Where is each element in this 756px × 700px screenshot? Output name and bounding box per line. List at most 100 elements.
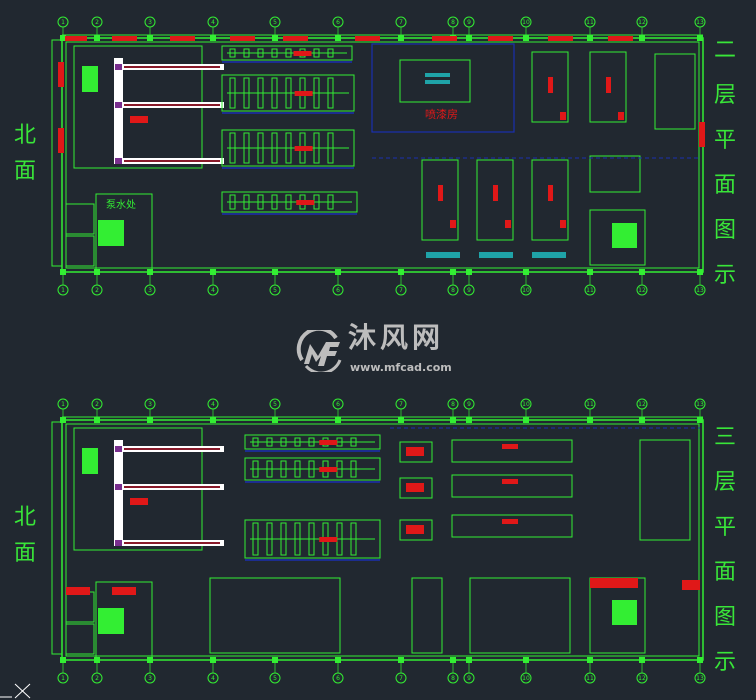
machine <box>280 437 287 447</box>
small-room <box>65 623 95 655</box>
cyan-mark <box>425 73 450 77</box>
column <box>272 35 278 41</box>
axis-label: 3 <box>148 19 152 26</box>
axis-label: 7 <box>399 19 403 26</box>
axis-label: 9 <box>467 287 471 294</box>
axis-label: 11 <box>586 19 594 26</box>
column <box>335 35 341 41</box>
column <box>398 417 404 423</box>
west-wall <box>51 421 63 655</box>
room-red <box>406 447 424 456</box>
column <box>523 269 529 275</box>
assembly-line <box>451 439 573 463</box>
label-red <box>130 116 148 123</box>
conveyor-motor <box>115 446 122 452</box>
line-red <box>502 519 518 524</box>
paint-room-boundary <box>371 43 515 133</box>
machine <box>313 77 320 109</box>
cell-red <box>560 220 566 228</box>
column <box>398 657 404 663</box>
axis-label: 5 <box>273 19 277 26</box>
cell-red <box>450 220 456 228</box>
axis-label: 10 <box>522 287 530 294</box>
axis-label: 13 <box>696 287 704 294</box>
work-cell <box>531 159 569 241</box>
axis-label: 6 <box>336 675 340 682</box>
column <box>450 417 456 423</box>
column <box>450 269 456 275</box>
axis-label: 13 <box>696 675 704 682</box>
production-line <box>221 74 355 112</box>
axis-label: 12 <box>638 19 646 26</box>
machine <box>243 132 250 164</box>
inner-wall <box>65 423 700 657</box>
room <box>399 519 433 541</box>
column <box>450 657 456 663</box>
window-red <box>548 36 573 41</box>
column <box>210 417 216 423</box>
ucs-cross-icon <box>14 683 31 699</box>
axis-label: 12 <box>638 287 646 294</box>
office-room <box>654 53 696 130</box>
machine <box>257 132 264 164</box>
machine <box>271 132 278 164</box>
machine <box>257 48 264 58</box>
north-side-label-top: 北 面 <box>12 118 38 190</box>
machine <box>294 522 301 556</box>
small-room <box>65 235 95 267</box>
window-red <box>699 122 705 147</box>
title-char: 层 <box>713 470 736 495</box>
work-area <box>469 577 571 654</box>
tank <box>98 608 124 634</box>
cabinet <box>411 577 443 654</box>
title-char: 面 <box>713 560 736 585</box>
axis-label: 13 <box>696 401 704 408</box>
title-char: 示 <box>713 263 736 288</box>
axis-label: 4 <box>211 287 215 294</box>
axis-label: 6 <box>336 19 340 26</box>
line-red <box>502 479 518 484</box>
axis-label: 2 <box>95 19 99 26</box>
machine <box>294 437 301 447</box>
column <box>639 35 645 41</box>
machine-red <box>294 91 313 96</box>
machine-red <box>319 537 338 542</box>
column <box>335 417 341 423</box>
machine <box>313 48 320 58</box>
machine <box>266 437 273 447</box>
machine <box>243 194 250 210</box>
machine <box>350 522 357 556</box>
machine-red <box>319 467 338 472</box>
axis-label: 10 <box>522 19 530 26</box>
production-line <box>244 457 381 481</box>
machine <box>243 77 250 109</box>
cyan-strip <box>532 252 566 258</box>
cyan-mark <box>425 80 450 84</box>
column <box>60 35 66 41</box>
plan-title-top: 二 层 平 面 图 示 <box>712 28 738 298</box>
machine-red <box>319 440 338 445</box>
machine <box>285 77 292 109</box>
equipment-block <box>82 66 98 92</box>
toilet-fill <box>612 600 637 625</box>
column <box>697 657 703 663</box>
column <box>697 417 703 423</box>
machine <box>252 522 259 556</box>
room <box>399 441 433 463</box>
title-char: 图 <box>713 218 736 243</box>
title-char: 平 <box>713 515 736 540</box>
axis-label: 1 <box>61 401 65 408</box>
column <box>147 35 153 41</box>
window-red <box>432 36 457 41</box>
axis-label: 1 <box>61 19 65 26</box>
cell-red <box>548 185 553 201</box>
small-room <box>65 203 95 235</box>
title-char: 三 <box>713 425 736 450</box>
room-red <box>406 483 424 492</box>
side-label-char: 面 <box>13 541 36 566</box>
column <box>272 269 278 275</box>
machine <box>285 132 292 164</box>
toilet-fill <box>612 223 637 248</box>
machine <box>266 522 273 556</box>
